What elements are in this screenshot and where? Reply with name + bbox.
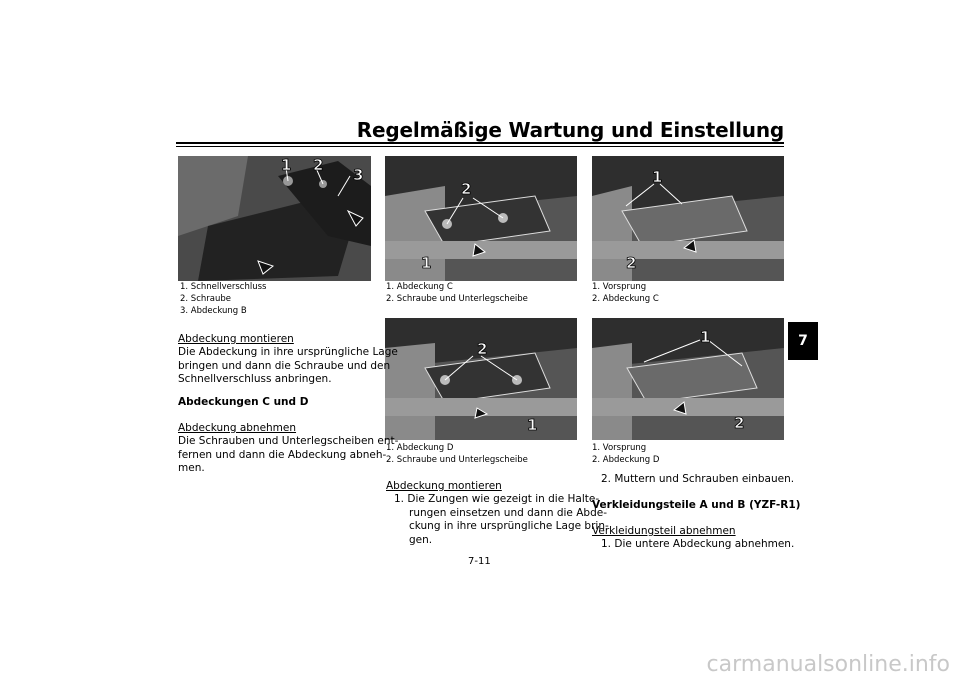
- text-line: 1. Die Zungen wie gezeigt in die Halte-: [394, 493, 600, 505]
- caption-line: 1. Vorsprung: [592, 443, 647, 453]
- caption-line: 2. Abdeckung C: [592, 294, 659, 304]
- caption-line: 2. Abdeckung D: [592, 455, 660, 465]
- photo2-caption: 1. Abdeckung C 2. Schraube und Unterlegs…: [386, 281, 528, 305]
- photo1-caption: 1. Schnellverschluss 2. Schraube 3. Abde…: [180, 281, 266, 317]
- caption-line: 1. Abdeckung C: [386, 282, 453, 292]
- heading-install-cover: Abdeckung montieren: [178, 333, 294, 345]
- photo-cover-d-tabs: [592, 318, 784, 440]
- photo1-callout-1: 1: [281, 156, 291, 174]
- photo3-callout-1: 1: [652, 168, 662, 186]
- photo2-callout-1: 1: [421, 254, 431, 272]
- photo1-callout-2: 2: [313, 156, 323, 174]
- text-line: Schnellverschluss anbringen.: [178, 373, 332, 385]
- heading-remove-fairing: Verkleidungsteil abnehmen: [592, 525, 736, 537]
- photo3-callout-2: 2: [626, 254, 636, 272]
- text-line: men.: [178, 462, 205, 474]
- text-line: Die Abdeckung in ihre ursprüngliche Lage: [178, 346, 398, 358]
- heading-install-cover-2: Abdeckung montieren: [386, 480, 502, 492]
- photo4-callout-2: 2: [477, 340, 487, 358]
- install-instructions: Die Abdeckung in ihre ursprüngliche Lage…: [178, 346, 398, 387]
- photo3-caption: 1. Vorsprung 2. Abdeckung C: [592, 281, 659, 305]
- photo4-caption: 1. Abdeckung D 2. Schraube und Unterlegs…: [386, 442, 528, 466]
- text-line: gen.: [409, 533, 433, 546]
- heading-remove-cover: Abdeckung abnehmen: [178, 422, 297, 434]
- caption-line: 3. Abdeckung B: [180, 306, 247, 316]
- remove-instructions: Die Schrauben und Unterlegscheiben ent- …: [178, 435, 398, 476]
- caption-line: 1. Schnellverschluss: [180, 282, 267, 292]
- install-step-1: 1. Die Zungen wie gezeigt in die Halte- …: [394, 493, 609, 547]
- text-line: bringen und dann die Schraube und den: [178, 359, 391, 372]
- photo5-callout-2: 2: [734, 414, 744, 432]
- title-rule: [176, 142, 784, 144]
- text-line: ckung in ihre ursprüngliche Lage brin-: [409, 520, 609, 532]
- caption-line: 2. Schraube und Unterlegscheibe: [386, 455, 528, 465]
- caption-line: 1. Abdeckung D: [386, 443, 454, 453]
- caption-line: 2. Schraube und Unterlegscheibe: [386, 294, 528, 304]
- photo2-callout-2: 2: [461, 180, 471, 198]
- install-step-2: 2. Muttern und Schrauben einbauen.: [601, 473, 795, 485]
- chapter-tab[interactable]: 7: [788, 322, 818, 360]
- watermark: carmanualsonline.info: [706, 652, 950, 677]
- caption-line: 2. Schraube: [180, 294, 231, 304]
- text-line: fernen und dann die Abdeckung abneh-: [178, 448, 387, 461]
- photo5-callout-1: 1: [700, 328, 710, 346]
- section-heading-fairing: Verkleidungsteile A und B (YZF-R1): [592, 499, 801, 511]
- photo5-caption: 1. Vorsprung 2. Abdeckung D: [592, 442, 659, 466]
- title-rule-thin: [176, 146, 784, 147]
- photo-cover-d-screws: [385, 318, 577, 440]
- section-heading-covers-c-d: Abdeckungen C und D: [178, 396, 309, 408]
- text-line: rungen einsetzen und dann die Abde-: [409, 506, 607, 519]
- remove-step-1: 1. Die untere Abdeckung abnehmen.: [601, 538, 795, 550]
- photo-cover-c-screws: [385, 156, 577, 281]
- photo4-callout-1: 1: [527, 416, 537, 434]
- caption-line: 1. Vorsprung: [592, 282, 647, 292]
- photo-cover-c-tabs: [592, 156, 784, 281]
- photo-cover-b: [178, 156, 371, 281]
- text-line: Die Schrauben und Unterlegscheiben ent-: [178, 435, 399, 447]
- page-title: Regelmäßige Wartung und Einstellung: [356, 118, 784, 142]
- photo1-callout-3: 3: [353, 166, 363, 184]
- page-number: 7-11: [468, 556, 491, 567]
